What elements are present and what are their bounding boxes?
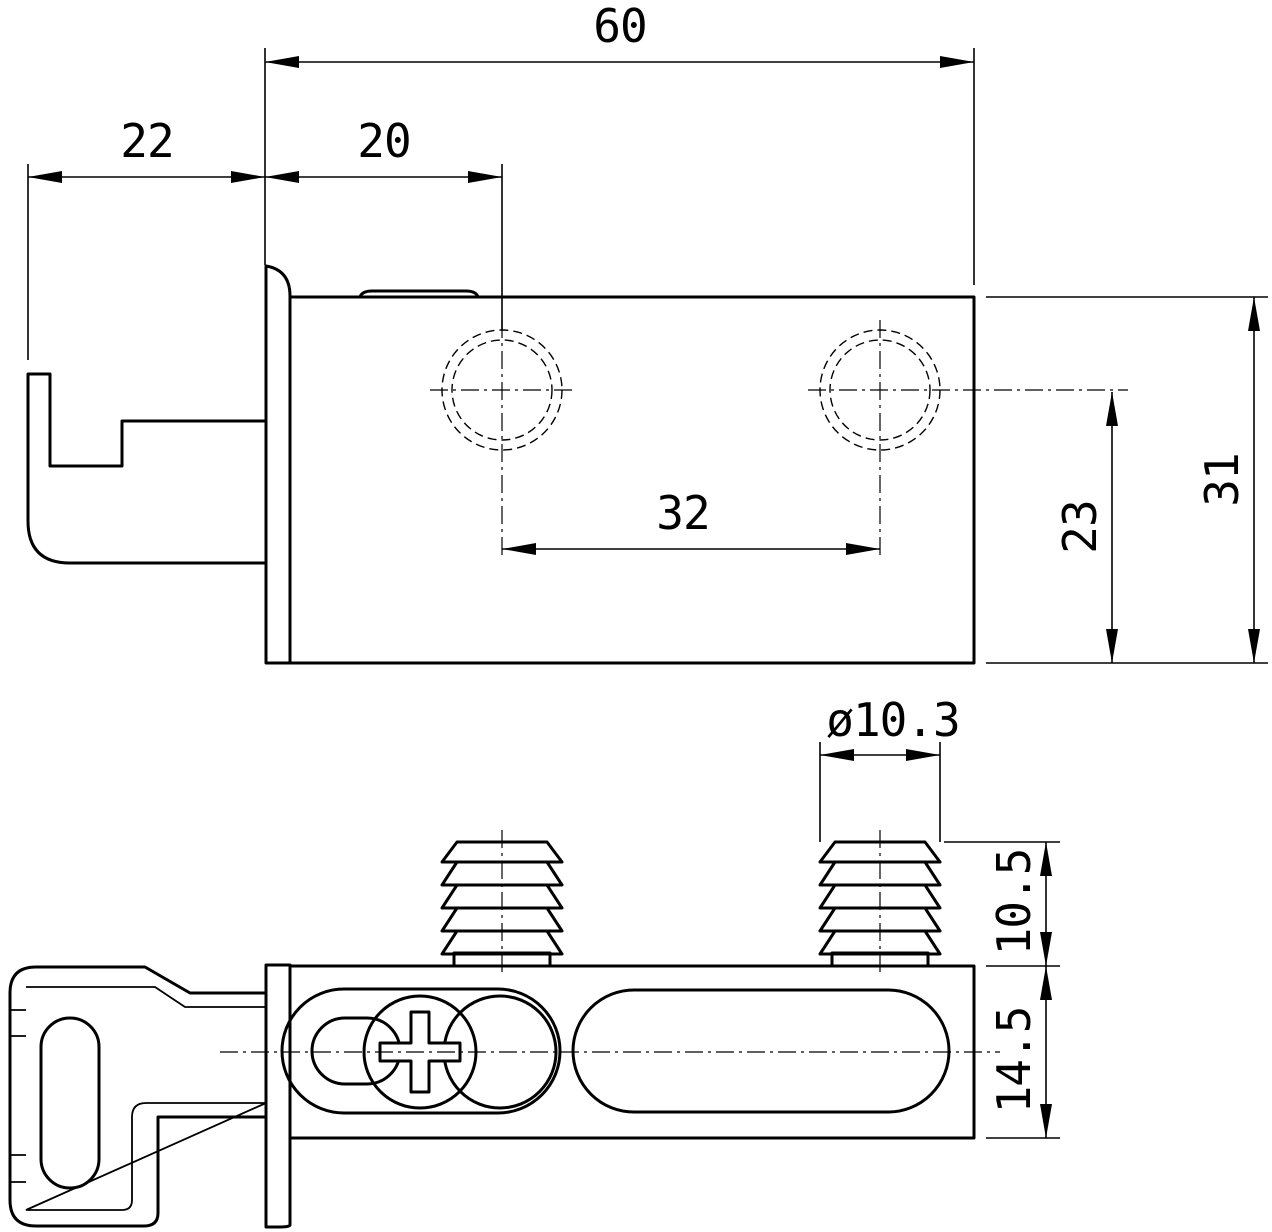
dim-first-hole-offset: 20 <box>265 114 502 183</box>
dim-hole-spacing: 32 <box>502 486 880 555</box>
top-tab <box>358 289 480 299</box>
dim-dowel-length: 10.5 <box>987 842 1052 966</box>
bracket-side-inner <box>25 986 267 1211</box>
dim-total-height: 31 <box>1195 297 1260 663</box>
dim-text-10-5: 10.5 <box>987 849 1041 956</box>
hole-right <box>808 320 1128 560</box>
bracket-side-outer <box>8 965 268 1228</box>
side-view: ø10.3 10.5 14.5 <box>8 693 1060 1229</box>
dowel-left <box>440 830 564 975</box>
body-outline <box>288 295 976 665</box>
dim-hole-height: 23 <box>1053 392 1118 663</box>
dim-text-diameter: ø10.3 <box>826 693 959 747</box>
front-plate <box>264 264 292 665</box>
front-plate-side <box>264 963 292 1229</box>
dim-text-14-5: 14.5 <box>987 1007 1041 1114</box>
bracket-slot <box>39 1016 101 1190</box>
top-view: 60 22 20 32 23 <box>26 0 1268 665</box>
dim-text-22: 22 <box>120 114 173 168</box>
cam-slot <box>280 987 562 1115</box>
hole-left <box>430 320 574 560</box>
dim-body-thickness: 14.5 <box>987 966 1052 1138</box>
dim-text-60: 60 <box>593 0 646 53</box>
dim-dowel-diameter: ø10.3 <box>820 693 961 761</box>
bracket-section <box>26 372 268 565</box>
dim-text-31: 31 <box>1195 453 1249 506</box>
long-slot <box>571 988 951 1114</box>
dowel-right <box>818 830 942 975</box>
dim-text-23: 23 <box>1053 500 1107 553</box>
dim-bracket-width: 22 <box>28 114 265 183</box>
dim-total-length: 60 <box>265 0 974 68</box>
dim-text-20: 20 <box>357 114 410 168</box>
dim-text-32: 32 <box>656 486 709 540</box>
